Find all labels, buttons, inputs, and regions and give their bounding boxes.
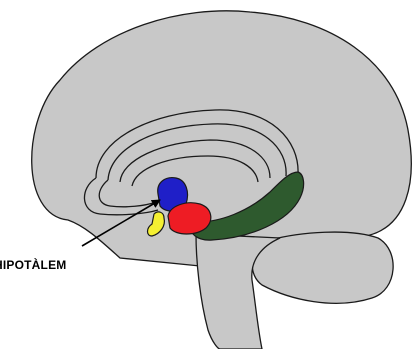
- hypothalamus-label: HIPOTÀLEM: [0, 258, 66, 272]
- hypothalamus: [168, 203, 211, 234]
- cerebellum: [252, 232, 393, 303]
